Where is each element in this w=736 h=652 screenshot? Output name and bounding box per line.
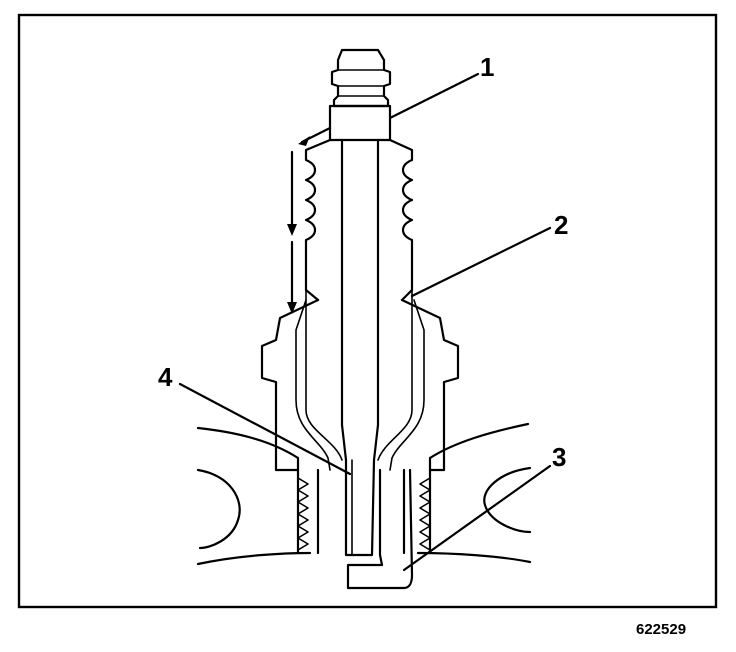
spark-plug: [260, 48, 460, 590]
leader-line-3: [402, 464, 552, 572]
callout-2: 2: [554, 210, 568, 240]
callout-3: 3: [552, 442, 566, 472]
diagram-frame: [17, 13, 718, 609]
leader-line-2: [410, 226, 552, 298]
figure-id: 622529: [636, 621, 686, 638]
seating-arrows: [287, 126, 332, 314]
callout-1: 1: [480, 52, 494, 82]
leader-line-1: [388, 72, 480, 120]
callout-4: 4: [158, 362, 173, 392]
leader-line-4: [178, 382, 352, 476]
cylinder-head: [196, 422, 532, 566]
